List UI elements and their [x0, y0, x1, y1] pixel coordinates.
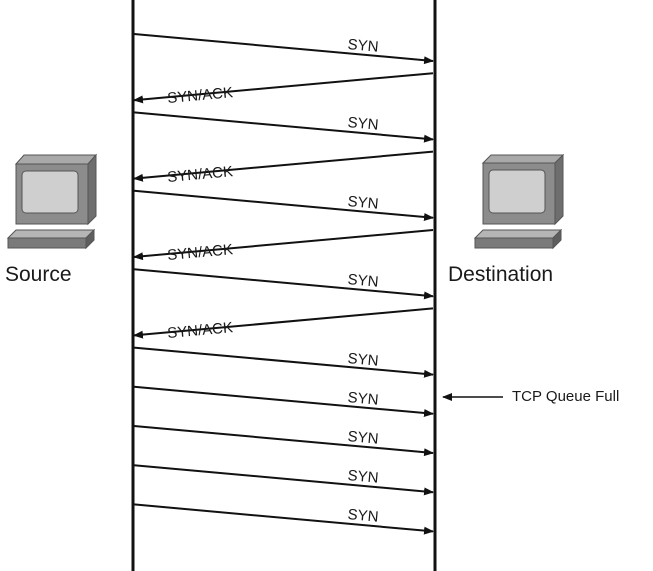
source-label: Source	[5, 263, 72, 286]
destination-label: Destination	[448, 263, 554, 286]
message-label: SYN	[346, 428, 380, 448]
message-arrow	[133, 425, 434, 457]
source-computer-icon	[6, 153, 98, 250]
message-arrow	[133, 346, 434, 378]
message-label: SYN	[346, 192, 380, 213]
message-label: SYN	[346, 271, 380, 291]
message-label: SYN	[346, 506, 380, 527]
queue-full-annotation: TCP Queue Full	[512, 388, 620, 405]
message-label: SYN	[346, 114, 380, 135]
message-arrow	[133, 307, 434, 339]
message-arrow	[133, 503, 434, 535]
message-arrow	[133, 268, 434, 300]
message-arrow	[133, 464, 434, 496]
message-arrow	[133, 189, 434, 221]
message-label: SYN	[346, 388, 380, 409]
destination-computer-icon	[473, 153, 565, 250]
message-arrow	[133, 385, 434, 417]
message-arrow	[133, 111, 434, 143]
message-label: SYN	[346, 349, 380, 370]
message-arrow	[133, 229, 434, 261]
message-arrow	[133, 150, 434, 182]
message-arrow	[133, 33, 434, 65]
message-label: SYN	[346, 36, 380, 56]
message-arrow	[133, 72, 434, 104]
message-label: SYN	[346, 467, 380, 487]
